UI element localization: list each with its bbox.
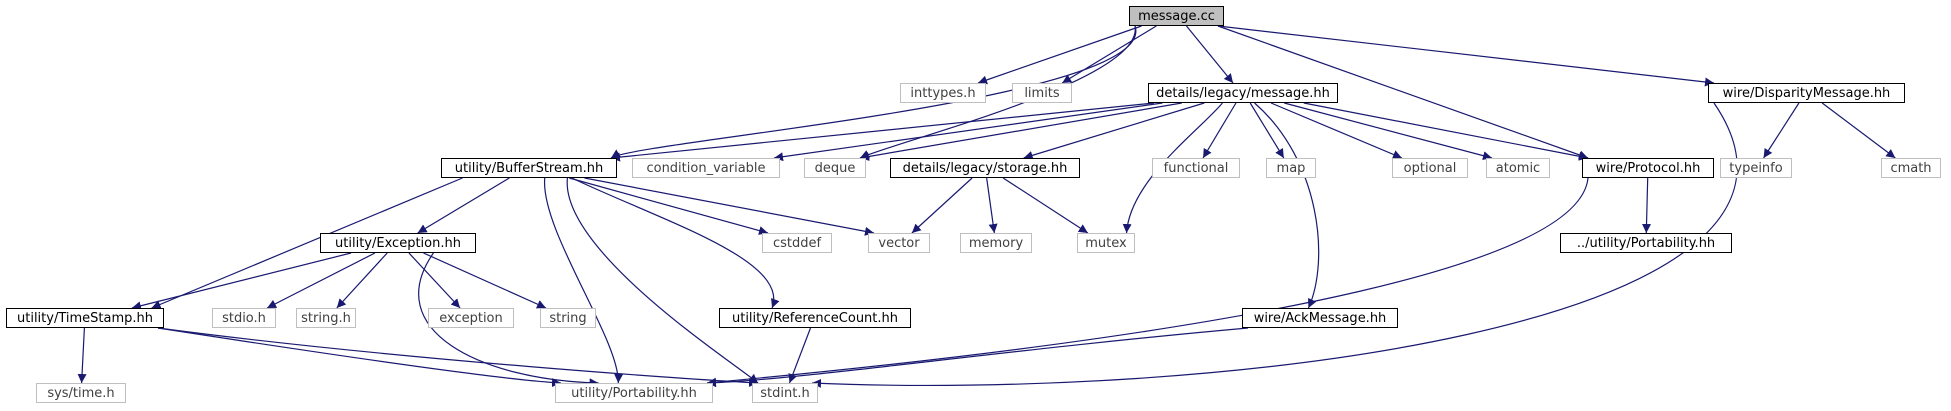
- edge-exception-hh-to-stdio-h: [266, 252, 376, 309]
- edge-reference-count-hh-to-stdint-h: [788, 327, 812, 384]
- edge-exception-hh-to-exception: [408, 252, 461, 309]
- node-ack-message-hh[interactable]: wire/AckMessage.hh: [1242, 308, 1398, 328]
- node-limits: limits: [1012, 83, 1072, 103]
- node-string: string: [540, 308, 596, 328]
- node-typeinfo: typeinfo: [1720, 158, 1792, 178]
- node-condition-variable: condition_variable: [632, 158, 780, 178]
- node-cstddef: cstddef: [762, 233, 832, 253]
- edge-legacy-message-hh-to-legacy-storage-hh: [1023, 102, 1205, 160]
- edge-message-cc-to-inttypes-h: [977, 25, 1142, 85]
- node-buffer-stream-hh[interactable]: utility/BufferStream.hh: [441, 158, 617, 178]
- node-stdint-h: stdint.h: [752, 383, 818, 403]
- edge-legacy-storage-hh-to-vector: [911, 177, 973, 234]
- node-disparity-message-hh[interactable]: wire/DisparityMessage.hh: [1708, 83, 1905, 103]
- edge-legacy-storage-hh-to-memory: [986, 177, 998, 234]
- edge-protocol-hh-to-rel-portability-hh: [1642, 177, 1652, 234]
- edge-buffer-stream-hh-to-cstddef: [569, 177, 769, 235]
- node-cmath: cmath: [1881, 158, 1941, 178]
- edge-timestamp-hh-to-stdint-h: [157, 327, 759, 388]
- edge-message-cc-to-protocol-hh: [1217, 25, 1589, 160]
- node-mutex: mutex: [1077, 233, 1135, 253]
- edge-message-cc-to-disparity-message-hh: [1217, 25, 1715, 87]
- edge-legacy-message-hh-to-map: [1249, 102, 1285, 159]
- node-optional: optional: [1392, 158, 1468, 178]
- edge-legacy-message-hh-to-condition-variable: [773, 102, 1163, 162]
- node-exception-hh[interactable]: utility/Exception.hh: [320, 233, 476, 253]
- edge-timestamp-hh-to-sys-time-h: [77, 327, 87, 384]
- edge-buffer-stream-hh-to-timestamp-hh: [151, 177, 463, 309]
- edge-message-cc-to-legacy-message-hh: [1186, 25, 1234, 84]
- edge-legacy-message-hh-to-buffer-stream-hh: [610, 102, 1155, 162]
- node-inttypes-h: inttypes.h: [900, 83, 986, 103]
- edge-legacy-message-hh-to-optional: [1270, 102, 1403, 159]
- edge-disparity-message-hh-to-typeinfo: [1763, 102, 1800, 159]
- node-atomic: atomic: [1486, 158, 1550, 178]
- node-stdio-h: stdio.h: [212, 308, 276, 328]
- edge-message-cc-to-deque: [859, 25, 1136, 159]
- node-protocol-hh[interactable]: wire/Protocol.hh: [1582, 158, 1714, 178]
- edge-legacy-message-hh-to-atomic: [1284, 102, 1493, 161]
- node-map: map: [1266, 158, 1316, 178]
- edge-buffer-stream-hh-to-stdint-h: [566, 177, 759, 384]
- node-string-h: string.h: [296, 308, 356, 328]
- node-vector: vector: [868, 233, 930, 253]
- edge-legacy-storage-hh-to-mutex: [1002, 177, 1089, 234]
- edge-legacy-message-hh-to-deque: [859, 102, 1182, 161]
- edge-message-cc-to-buffer-stream-hh: [610, 25, 1137, 159]
- node-rel-portability-hh[interactable]: ../utility/Portability.hh: [1560, 233, 1732, 253]
- node-sys-time-h: sys/time.h: [36, 383, 126, 403]
- edge-layer: [77, 25, 1896, 388]
- edge-buffer-stream-hh-to-portability-hh: [544, 177, 624, 384]
- edge-exception-hh-to-string-h: [336, 252, 388, 309]
- node-legacy-storage-hh[interactable]: details/legacy/storage.hh: [890, 158, 1080, 178]
- edge-timestamp-hh-to-portability-hh: [157, 327, 562, 388]
- node-deque: deque: [804, 158, 866, 178]
- node-memory: memory: [960, 233, 1032, 253]
- edge-legacy-message-hh-to-protocol-hh: [1303, 102, 1589, 161]
- edge-legacy-message-hh-to-functional: [1202, 102, 1237, 159]
- node-message-cc: message.cc: [1129, 6, 1224, 26]
- edge-protocol-hh-to-portability-hh: [706, 177, 1589, 387]
- edge-message-cc-to-limits: [1061, 25, 1157, 84]
- edge-exception-hh-to-timestamp-hh: [131, 252, 352, 311]
- edge-disparity-message-hh-to-cmath: [1821, 102, 1896, 159]
- edge-legacy-message-hh-to-ack-message-hh: [1254, 102, 1320, 309]
- node-legacy-message-hh[interactable]: details/legacy/message.hh: [1148, 83, 1338, 103]
- node-functional: functional: [1152, 158, 1240, 178]
- edge-buffer-stream-hh-to-exception-hh: [417, 177, 510, 234]
- node-exception: exception: [428, 308, 514, 328]
- edge-buffer-stream-hh-to-vector: [584, 177, 875, 236]
- node-timestamp-hh[interactable]: utility/TimeStamp.hh: [6, 308, 164, 328]
- edge-disparity-message-hh-to-stdint-h: [811, 102, 1738, 388]
- edge-ack-message-hh-to-portability-hh: [706, 327, 1249, 388]
- edge-exception-hh-to-string: [423, 252, 547, 309]
- node-portability-hh: utility/Portability.hh: [555, 383, 713, 403]
- edge-buffer-stream-hh-to-reference-count-hh: [571, 177, 780, 309]
- node-reference-count-hh[interactable]: utility/ReferenceCount.hh: [719, 308, 911, 328]
